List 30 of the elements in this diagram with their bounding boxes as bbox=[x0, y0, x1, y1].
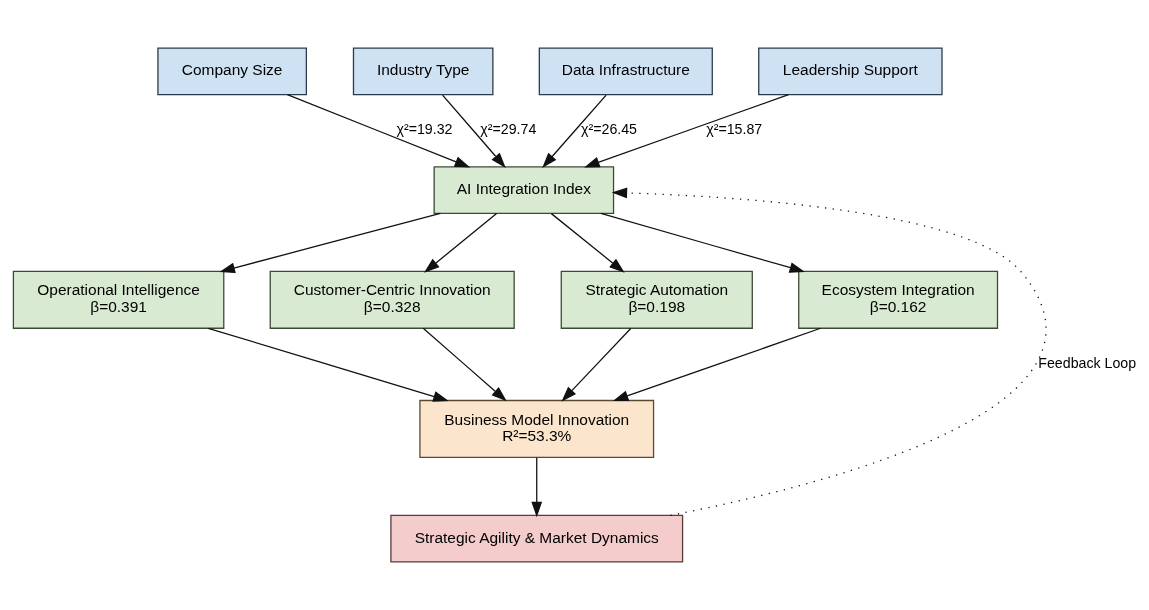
arrow bbox=[542, 94, 607, 168]
arrow bbox=[550, 212, 625, 273]
arrow bbox=[424, 212, 498, 273]
node-box: AI Integration Index bbox=[433, 166, 615, 214]
arrow bbox=[612, 327, 822, 401]
edge-label: χ²=15.87 bbox=[706, 121, 763, 138]
node-box: Ecosystem Integration β=0.162 bbox=[798, 270, 999, 329]
arrow bbox=[441, 94, 506, 168]
node-box: Customer-Centric Innovation β=0.328 bbox=[269, 270, 515, 329]
arrow bbox=[600, 212, 806, 273]
edge-label: χ²=19.32 bbox=[396, 121, 453, 138]
node-box: Strategic Automation β=0.198 bbox=[560, 270, 753, 329]
node-box: Strategic Agility & Market Dynamics bbox=[390, 514, 684, 563]
node-box: Industry Type bbox=[352, 47, 494, 96]
arrow bbox=[286, 94, 471, 168]
arrow bbox=[561, 327, 632, 402]
arrow bbox=[219, 212, 441, 274]
node-box: Leadership Support bbox=[758, 47, 943, 96]
edge-label: χ²=26.45 bbox=[581, 121, 638, 138]
node-box: Operational Intelligence β=0.391 bbox=[12, 270, 225, 329]
arrow bbox=[611, 187, 1047, 516]
arrow bbox=[584, 94, 790, 168]
node-box: Business Model Innovation R²=53.3% bbox=[419, 399, 655, 458]
node-box: Data Infrastructure bbox=[538, 47, 713, 96]
arrow bbox=[531, 457, 543, 518]
arrow bbox=[422, 327, 507, 402]
edge-label: Feedback Loop bbox=[1038, 354, 1137, 371]
edge-label: χ²=29.74 bbox=[480, 121, 537, 138]
node-box: Company Size bbox=[157, 47, 307, 96]
arrow bbox=[207, 327, 449, 402]
